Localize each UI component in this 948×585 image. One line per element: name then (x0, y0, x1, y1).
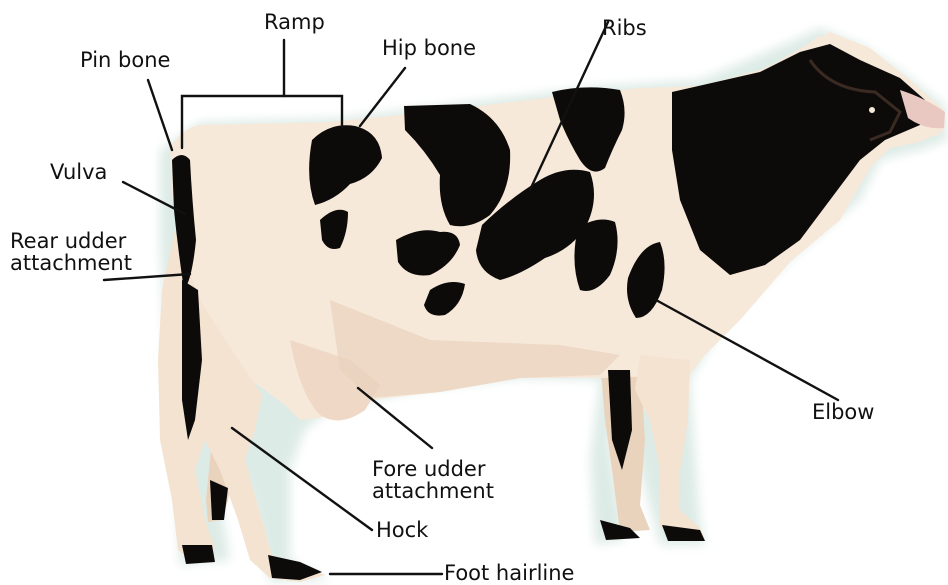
label-vulva: Vulva (50, 162, 107, 183)
label-rear-udder-line1: Rear udder (10, 230, 132, 252)
label-elbow: Elbow (812, 402, 874, 423)
label-pin-bone: Pin bone (80, 50, 170, 71)
pin-bone-leader (148, 80, 172, 150)
label-rear-udder-attachment: Rear udder attachment (10, 230, 132, 274)
label-ramp: Ramp (264, 12, 325, 33)
label-fore-udder-attachment: Fore udder attachment (372, 458, 494, 502)
label-hock: Hock (376, 520, 428, 541)
label-foot-hairline: Foot hairline (444, 563, 574, 584)
label-fore-udder-line1: Fore udder (372, 458, 494, 480)
label-fore-udder-line2: attachment (372, 480, 494, 502)
label-ribs: Ribs (602, 18, 647, 39)
label-hip-bone: Hip bone (382, 38, 476, 59)
label-rear-udder-line2: attachment (10, 252, 132, 274)
